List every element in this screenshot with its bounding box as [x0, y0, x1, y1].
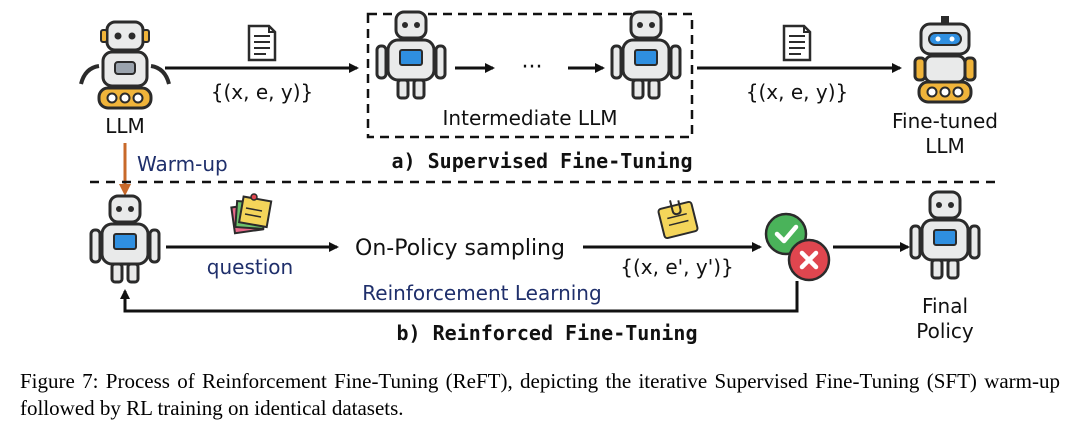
figure-caption: Figure 7: Process of Reinforcement Fine-…	[20, 369, 1060, 420]
llm-robot-icon	[79, 20, 171, 110]
document-icon	[782, 24, 812, 62]
llm-label: LLM	[105, 114, 145, 138]
rl-label: Reinforcement Learning	[362, 281, 601, 305]
warmed-robot-icon	[89, 194, 161, 284]
question-label: question	[207, 255, 293, 279]
intermediate-robot-icon	[610, 10, 682, 100]
sampled-note-icon	[657, 200, 699, 240]
final-policy-line1: Final	[922, 294, 968, 318]
cross-icon	[787, 238, 831, 282]
rl-feedback-arrow	[120, 281, 799, 313]
document-icon	[247, 24, 277, 62]
ellipsis: ···	[522, 55, 543, 80]
intermediate-robot-icon	[375, 10, 447, 100]
finetuned-label-line1: Fine-tuned	[892, 109, 998, 133]
warmup-label: Warm-up	[137, 152, 228, 176]
reft-data-label: {(x, e', y')}	[620, 255, 733, 279]
sft-section-title: a) Supervised Fine-Tuning	[391, 149, 692, 173]
final-policy-robot-icon	[909, 190, 981, 280]
intermediate-llm-label: Intermediate LLM	[443, 106, 618, 130]
intermediate-llm-box	[366, 12, 694, 139]
finetuned-robot-icon	[913, 16, 977, 104]
sft-data-left: {(x, e, y)}	[211, 80, 313, 104]
sampling-label: On-Policy sampling	[355, 236, 565, 261]
sft-data-right: {(x, e, y)}	[746, 80, 848, 104]
finetuned-label-line2: LLM	[925, 134, 965, 158]
reft-section-title: b) Reinforced Fine-Tuning	[396, 321, 697, 345]
question-notes-icon	[230, 193, 273, 235]
final-policy-line2: Policy	[916, 319, 974, 343]
